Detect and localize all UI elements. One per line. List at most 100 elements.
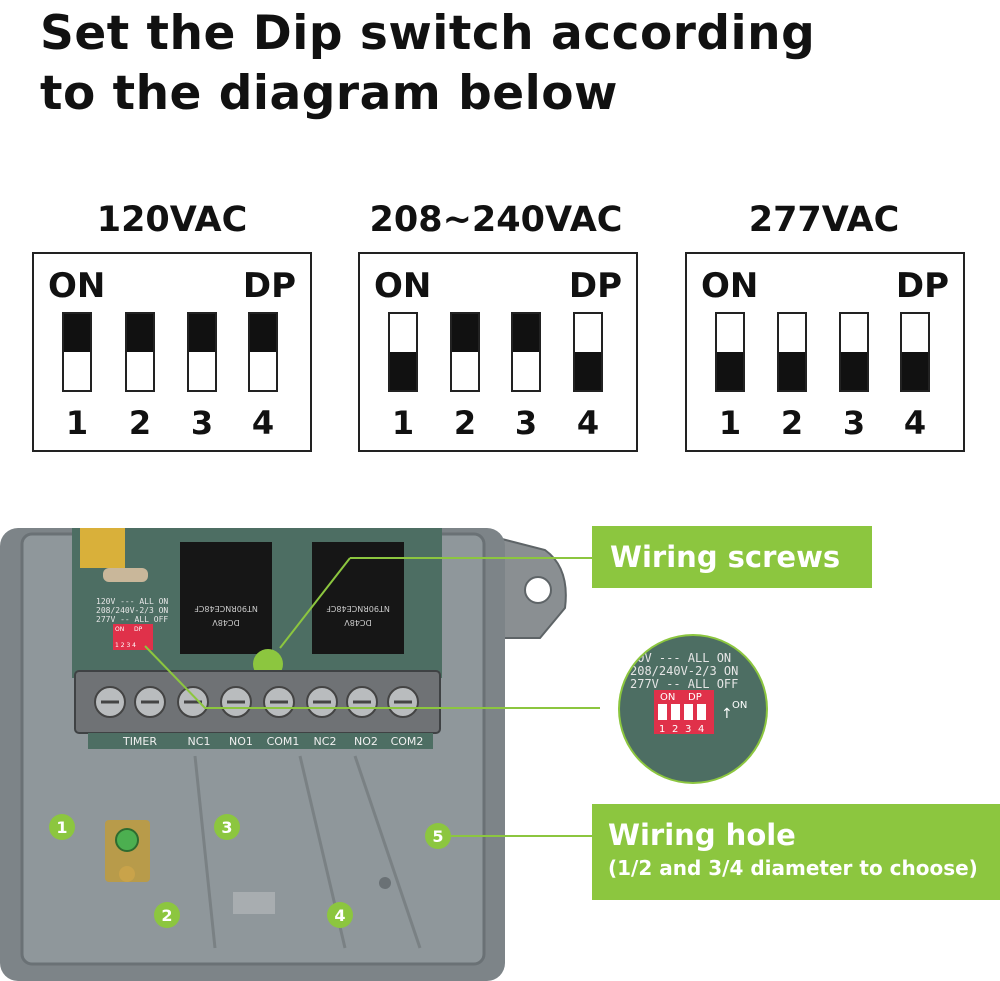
relay-2-model: NT90RNCE48CF xyxy=(326,604,390,613)
dip-on-label: ON xyxy=(48,266,106,306)
wiring-screws-callout: Wiring screws xyxy=(592,526,872,588)
switch-knob xyxy=(717,352,743,390)
switch-knob xyxy=(841,352,867,390)
relay-1 xyxy=(180,542,272,654)
dip-switch-2 xyxy=(777,312,807,392)
switch-number: 1 xyxy=(65,404,89,442)
title-line-1: Set the Dip switch according xyxy=(40,6,816,61)
zoom-dip-dp-label: DP xyxy=(688,692,702,703)
zoom-dip-number: 3 xyxy=(685,724,691,735)
zoom-on-arrow-label: ON xyxy=(732,700,747,711)
dip-switch-1 xyxy=(62,312,92,392)
dip-switch-4 xyxy=(248,312,278,392)
dip-on-label: ON xyxy=(374,266,432,306)
dip-switch-1 xyxy=(715,312,745,392)
relay-1-model: NT90RNCE48CF xyxy=(194,604,258,613)
switch-knob xyxy=(779,352,805,390)
wiring-screws-leader xyxy=(279,557,351,649)
terminal-label: TIMER xyxy=(122,735,157,748)
wiring-hole-callout: Wiring hole (1/2 and 3/4 diameter to cho… xyxy=(592,804,1000,900)
dip-switch-2 xyxy=(125,312,155,392)
board-text-line-1: 120V --- ALL ON xyxy=(96,597,168,606)
switch-number: 1 xyxy=(718,404,742,442)
terminal-screws xyxy=(94,686,419,718)
zoom-dip-number: 2 xyxy=(672,724,678,735)
zoom-text-line-3: 277V -- ALL OFF xyxy=(630,677,738,691)
terminal-label: COM2 xyxy=(391,735,424,748)
zoom-text-line-2: 208/240V-2/3 ON xyxy=(630,664,738,678)
switch-knob xyxy=(575,352,601,390)
relay-2-voltage: DC48V xyxy=(344,618,372,627)
switch-knob xyxy=(513,314,539,352)
wire-clamp xyxy=(233,892,275,914)
dip-switch-4 xyxy=(900,312,930,392)
dip-dp-label: DP xyxy=(242,266,296,306)
dip-switch-3 xyxy=(511,312,541,392)
dip-panel-120vac: ON DP 1 2 3 4 xyxy=(32,252,312,452)
hole-marker xyxy=(327,902,353,928)
switch-number: 3 xyxy=(514,404,538,442)
dip-dp-label: DP xyxy=(895,266,949,306)
terminal-label-strip xyxy=(88,733,433,749)
board-dip-on-label: ON xyxy=(115,626,124,633)
hole-marker xyxy=(214,814,240,840)
wiring-hole-sublabel: (1/2 and 3/4 diameter to choose) xyxy=(608,856,978,880)
hole-marker xyxy=(425,823,451,849)
dip-panel-277vac: ON DP 1 2 3 4 xyxy=(685,252,965,452)
ground-screw xyxy=(115,828,139,852)
mounting-hole xyxy=(524,576,552,604)
hole-marker xyxy=(154,902,180,928)
wiring-hole-label: Wiring hole xyxy=(608,818,796,852)
on-arrow-icon: ↑ xyxy=(721,706,733,722)
switch-number: 2 xyxy=(453,404,477,442)
zoom-dip-number: 4 xyxy=(698,724,704,735)
switch-number: 4 xyxy=(251,404,275,442)
relay-1-voltage: DC48V xyxy=(212,618,240,627)
terminal-block xyxy=(74,670,441,734)
switch-knob xyxy=(127,314,153,352)
dip-switch-4 xyxy=(573,312,603,392)
board-dip-numbers: 1 2 3 4 xyxy=(115,642,136,649)
dip-switch-2 xyxy=(450,312,480,392)
switch-number: 4 xyxy=(903,404,927,442)
switch-number: 3 xyxy=(190,404,214,442)
zoom-dip-on-label: ON xyxy=(660,692,675,703)
title-line-2: to the diagram below xyxy=(40,66,618,121)
hole-number: 5 xyxy=(432,827,443,846)
terminal-labels: TIMER NC1 NO1 COM1 NC2 NO2 COM2 xyxy=(122,735,423,748)
voltage-label-208-240: 208~240VAC xyxy=(369,200,623,240)
terminal-label: NO2 xyxy=(354,735,378,748)
terminal-label: COM1 xyxy=(267,735,300,748)
dip-zoom-circle: 20V --- ALL ON 208/240V-2/3 ON 277V -- A… xyxy=(618,634,768,784)
yellow-capacitor xyxy=(80,528,125,568)
terminal-label: NO1 xyxy=(229,735,253,748)
hole-number: 1 xyxy=(56,818,67,837)
board-dip-switch xyxy=(113,624,153,650)
switch-number: 2 xyxy=(128,404,152,442)
switch-number: 3 xyxy=(842,404,866,442)
switch-knob xyxy=(250,314,276,352)
terminal-label: NC2 xyxy=(314,735,337,748)
board-text-line-2: 208/240V-2/3 ON xyxy=(96,606,168,615)
switch-number: 1 xyxy=(391,404,415,442)
relay-2 xyxy=(312,542,404,654)
resistor xyxy=(103,568,148,582)
wiring-screws-label: Wiring screws xyxy=(610,540,841,574)
switch-knob xyxy=(189,314,215,352)
switch-knob xyxy=(64,314,90,352)
dip-on-label: ON xyxy=(701,266,759,306)
dip-panel-208-240vac: ON DP 1 2 3 4 xyxy=(358,252,638,452)
board-text-line-3: 277V -- ALL OFF xyxy=(96,615,168,624)
terminal-label: NC1 xyxy=(188,735,211,748)
page-title: Set the Dip switch according to the diag… xyxy=(40,4,940,124)
zoom-text-line-1: 20V --- ALL ON xyxy=(630,651,731,665)
switch-knob xyxy=(390,352,416,390)
dip-switch-3 xyxy=(187,312,217,392)
dip-zoom-leader xyxy=(144,645,600,709)
switch-number: 4 xyxy=(576,404,600,442)
hole-marker xyxy=(49,814,75,840)
enclosure-photo: NT90RNCE48CF DC48V NT90RNCE48CF DC48V 12… xyxy=(0,528,600,981)
switch-knob xyxy=(902,352,928,390)
hole-number: 4 xyxy=(334,906,345,925)
